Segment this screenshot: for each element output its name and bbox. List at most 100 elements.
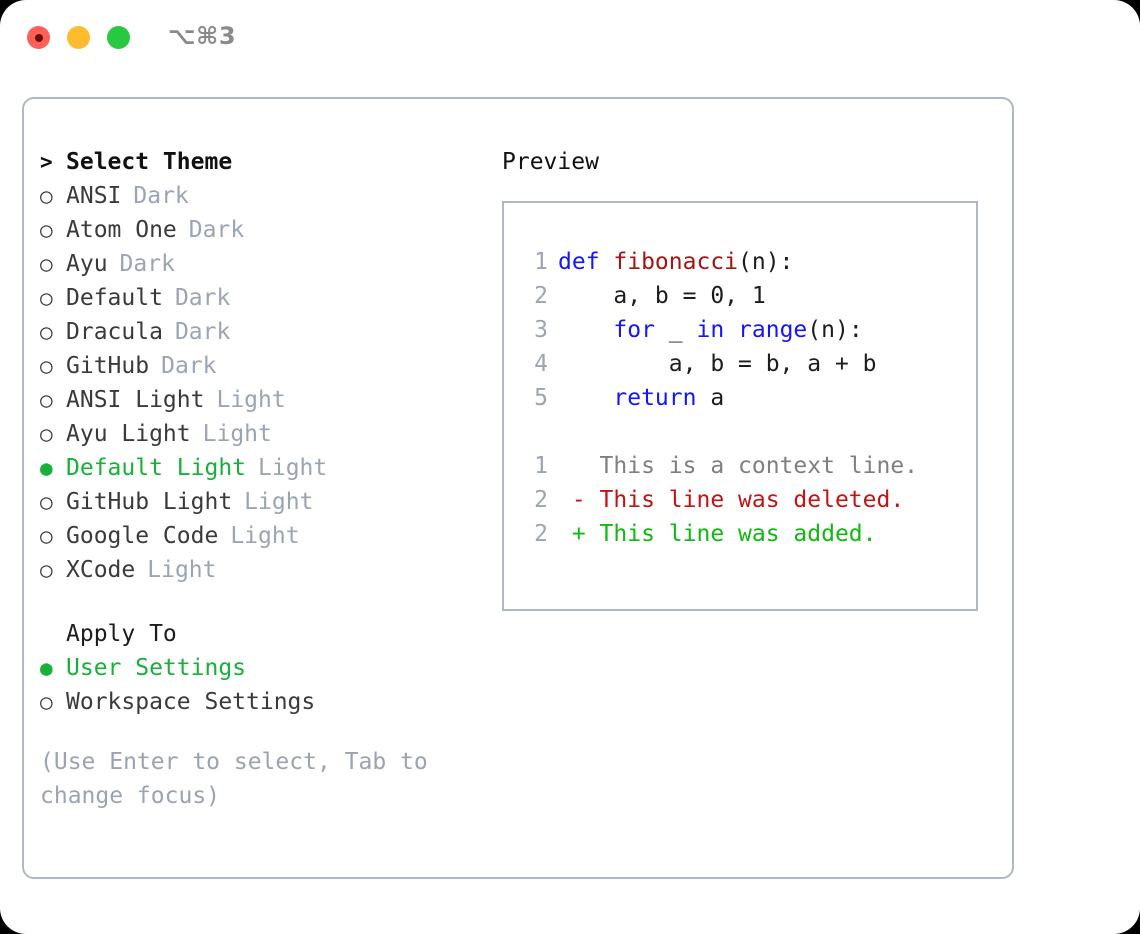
close-button[interactable] [27,26,50,49]
code-line: 5 return a [512,381,918,415]
theme-name-label: Default Light [66,455,247,481]
radio-unselected-icon: ○ [40,286,53,310]
theme-name-label: XCode [66,557,136,583]
apply-to-marker-placeholder: ○ [40,617,66,651]
theme-list-item[interactable]: ○ ANSI Light Light [40,383,480,417]
apply-to-item[interactable]: ●User Settings [40,651,480,685]
theme-name-label: Ayu [66,251,108,277]
section-spacer [40,587,480,617]
theme-variant-badge: Light [230,523,300,549]
theme-variant-badge: Light [244,489,314,515]
theme-list-item[interactable]: ○ GitHub Light Light [40,485,480,519]
theme-list-item[interactable]: ○ Default Dark [40,281,480,315]
theme-name-label: GitHub Light [66,489,233,515]
code-token: a [696,385,725,411]
code-token: for [613,317,655,343]
radio-unselected-icon: ○ [40,252,53,276]
radio-unselected-icon: ○ [40,354,53,378]
apply-to-item[interactable]: ○Workspace Settings [40,685,480,719]
apply-to-list: ●User Settings○Workspace Settings [40,651,480,719]
theme-name-label: Ayu Light [66,421,191,447]
code-line-text: This is a context line. [558,449,919,483]
line-number: 5 [534,385,548,411]
theme-variant-badge: Light [202,421,272,447]
theme-variant-badge: Light [216,387,286,413]
theme-name-label: Google Code [66,523,219,549]
code-line: 3 for _ in range(n): [512,313,918,347]
theme-variant-badge: Dark [161,353,217,379]
preview-title: Preview [502,149,599,175]
traffic-light-buttons [27,26,130,49]
code-token [558,317,613,343]
theme-variant-badge: Dark [133,183,189,209]
theme-list-item[interactable]: ○ Atom One Dark [40,213,480,247]
radio-unselected-icon: ○ [40,218,53,242]
line-number: 1 [534,453,548,479]
code-line-text: def fibonacci(n): [558,245,793,279]
line-number: 2 [534,521,548,547]
keyboard-shortcut-label: ⌥⌘3 [168,22,237,50]
apply-to-label: User Settings [66,655,247,681]
theme-variant-badge: Dark [174,319,231,345]
select-theme-heading: > Select Theme [40,145,480,179]
theme-name-label: ANSI [66,183,122,209]
line-number: 1 [534,249,548,275]
code-token [558,385,613,411]
code-line-text: a, b = b, a + b [558,347,877,381]
radio-unselected-icon: ○ [40,388,53,412]
code-token: - This line was deleted. [558,487,905,513]
theme-variant-badge: Dark [188,217,245,243]
minimize-button[interactable] [67,26,90,49]
code-line: 1 This is a context line. [512,449,918,483]
theme-list-item[interactable]: ○ Ayu Dark [40,247,480,281]
apply-to-heading-label: Apply To [66,621,177,647]
code-token: a, b = 0, 1 [558,283,766,309]
radio-unselected-icon: ○ [40,422,53,446]
radio-unselected-icon: ○ [40,490,53,514]
code-token: range [738,317,808,343]
line-number: 2 [534,283,548,309]
theme-variant-badge: Light [258,455,328,481]
maximize-button[interactable] [107,26,130,49]
theme-name-label: GitHub [66,353,150,379]
keyboard-hint-text: (Use Enter to select, Tab to change focu… [40,749,428,809]
radio-unselected-icon: ○ [40,524,53,548]
line-number: 2 [534,487,548,513]
code-token: a, b = b, a + b [558,351,877,377]
code-line-text: - This line was deleted. [558,483,904,517]
theme-name-label: Atom One [66,217,177,243]
theme-list-item[interactable]: ○ Ayu Light Light [40,417,480,451]
code-line [512,415,918,449]
code-line-text: return a [558,381,724,415]
theme-variant-badge: Dark [174,285,231,311]
title-bar: ⌥⌘3 [0,0,1140,80]
prompt-caret-icon: > [40,150,53,174]
code-token: (n): [738,249,794,275]
theme-variant-badge: Dark [119,251,175,277]
code-line-text: for _ in range(n): [558,313,863,347]
theme-list-item[interactable]: ○ Google Code Light [40,519,480,553]
code-token: return [613,385,697,411]
line-number: 3 [534,317,548,343]
theme-name-label: ANSI Light [66,387,205,413]
code-token: in [696,317,725,343]
code-line: 2 + This line was added. [512,517,918,551]
theme-name-label: Dracula [66,319,163,345]
code-line: 4 a, b = b, a + b [512,347,918,381]
code-line-text: a, b = 0, 1 [558,279,766,313]
code-token: (n): [807,317,863,343]
theme-list-item[interactable]: ○ GitHub Dark [40,349,480,383]
theme-name-label: Default [66,285,163,311]
code-token: fibonacci [613,249,739,275]
code-token: def [558,249,614,275]
